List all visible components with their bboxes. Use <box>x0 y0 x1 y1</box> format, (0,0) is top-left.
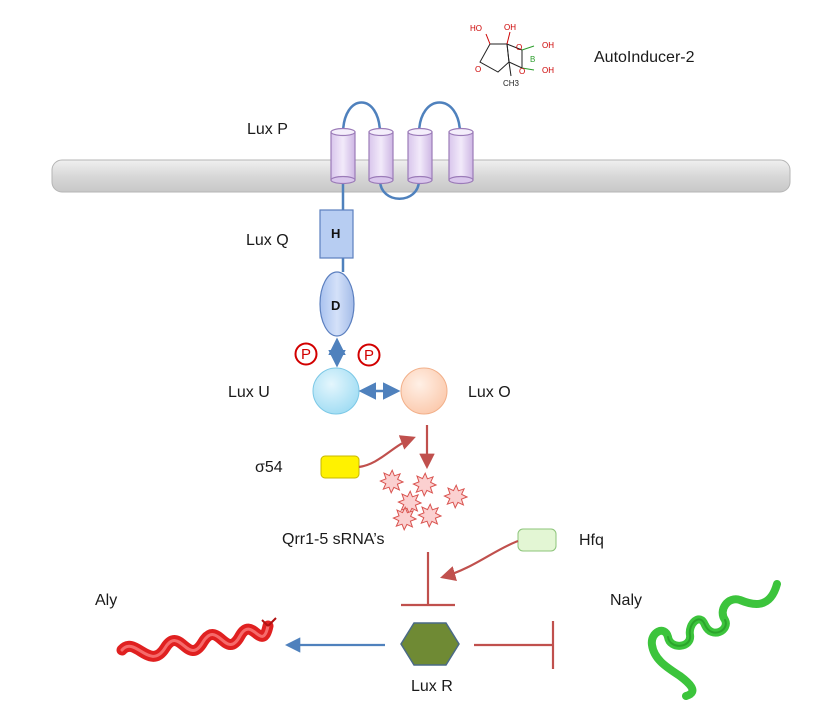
luxu-circle <box>312 367 360 415</box>
molecule-b-oh-top-label: OH <box>542 41 554 50</box>
luxp-helix-2 <box>368 127 394 185</box>
luxr-inhibits-naly <box>474 621 555 669</box>
luxp-transmembrane-helices <box>330 127 474 185</box>
srna-star <box>379 468 405 495</box>
molecule-o-lower-label: O <box>519 67 525 76</box>
autoinducer-label: AutoInducer-2 <box>594 49 695 66</box>
molecule-b-oh-bottom-label: OH <box>542 66 554 75</box>
hfq-to-srna-arrow <box>440 539 519 581</box>
phosphate-left-label: P <box>301 346 311 363</box>
luxu-label: Lux U <box>228 384 270 401</box>
srna-star <box>412 471 438 498</box>
phosphate-left: P <box>294 342 318 366</box>
luxq-label: Lux Q <box>246 232 289 249</box>
luxp-label: Lux P <box>247 121 288 138</box>
aly-label: Aly <box>95 592 117 609</box>
srna-inhibits-luxr <box>401 552 455 607</box>
hfq-box <box>517 528 557 552</box>
luxq-h-domain <box>319 209 354 259</box>
luxq-d-domain <box>319 271 355 337</box>
luxo-circle <box>400 367 448 415</box>
qrr-srna-label: Qrr1-5 sRNA’s <box>282 531 385 548</box>
luxq-d-domain-label: D <box>331 298 340 313</box>
srna-star <box>392 505 418 532</box>
luxq-h-domain-label: H <box>331 226 340 241</box>
aly-helix <box>116 617 277 662</box>
luxp-helix-4 <box>448 127 474 185</box>
srna-star <box>417 502 443 529</box>
molecule-oh-label: OH <box>504 23 516 32</box>
qrr-srna-cluster <box>379 468 469 532</box>
molecule-o-furan-label: O <box>475 65 481 74</box>
molecule-ch3-label: CH3 <box>503 79 520 88</box>
autoinducer-2-molecule <box>479 31 535 77</box>
naly-label: Naly <box>610 592 642 609</box>
luxo-label: Lux O <box>468 384 511 401</box>
sigma54-box <box>320 455 360 479</box>
sigma54-to-luxo-arrow <box>358 435 416 469</box>
srna-star <box>397 489 423 516</box>
naly-helix <box>647 580 781 700</box>
phosphate-right-label: P <box>364 347 374 364</box>
luxp-helix-1 <box>330 127 356 185</box>
luxr-label: Lux R <box>411 678 453 695</box>
luxr-hexagon <box>400 622 460 666</box>
molecule-o-ring-label: O <box>516 43 522 52</box>
sigma54-label: σ54 <box>255 459 283 476</box>
phosphate-right: P <box>357 343 381 367</box>
hfq-label: Hfq <box>579 532 604 549</box>
luxp-loops <box>341 101 462 272</box>
molecule-ho-label: HO <box>470 24 482 33</box>
srna-star <box>443 483 469 510</box>
luxp-helix-3 <box>407 127 433 185</box>
molecule-boron-label: B <box>530 55 535 64</box>
